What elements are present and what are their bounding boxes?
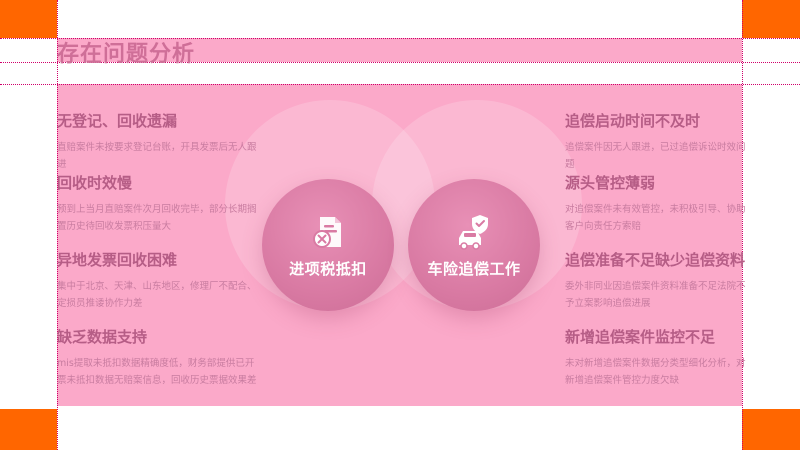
issue-heading: 新增追偿案件监控不足	[565, 328, 716, 346]
topic-label-recovery: 车险追偿工作	[427, 259, 521, 278]
corner-marker-top-right	[742, 0, 800, 38]
corner-marker-top-left	[0, 0, 57, 38]
issue-item: 缺乏数据支持 mis提取未抵扣数据精确度低，财务部提供已开票未抵扣数据无赔案信息…	[57, 326, 257, 389]
corner-marker-bottom-left	[0, 409, 57, 450]
title-highlight	[57, 38, 742, 62]
issue-item: 异地发票回收困难 集中于北京、天津、山东地区，修理厂不配合、定损员推诿协作力差	[57, 249, 257, 312]
issue-desc: 未对新增追偿案件数据分类型细化分析，对新增追偿案件管控力度欠缺	[565, 358, 746, 386]
issue-heading: 追偿准备不足缺少追偿资料	[565, 251, 746, 269]
guide-line	[0, 62, 800, 63]
car-shield-icon	[459, 214, 488, 250]
issue-desc: 预到上当月直赔案件次月回收完毕，部分长期搁置历史待回收发票积压量大	[57, 204, 257, 232]
corner-marker-bottom-right	[742, 409, 800, 450]
issue-desc: 委外非同业因追偿案件资料准备不足法院不予立案影响追偿进展	[565, 281, 746, 309]
page-title: 存在问题分析	[57, 42, 196, 67]
issue-heading: 无登记、回收遗漏	[57, 112, 178, 130]
issue-item: 新增追偿案件监控不足 未对新增追偿案件数据分类型细化分析，对新增追偿案件管控力度…	[565, 326, 747, 389]
issue-heading: 缺乏数据支持	[57, 328, 148, 346]
issue-desc: 对追偿案件未有效管控，未积极引导、协助客户向责任方索赔	[565, 204, 746, 232]
issue-heading: 追偿启动时间不及时	[565, 112, 701, 130]
issue-desc: 集中于北京、天津、山东地区，修理厂不配合、定损员推诿协作力差	[57, 281, 257, 309]
issue-item: 追偿准备不足缺少追偿资料 委外非同业因追偿案件资料准备不足法院不予立案影响追偿进…	[565, 249, 747, 312]
issue-heading: 源头管控薄弱	[565, 174, 656, 192]
topic-circle-recovery: 车险追偿工作	[408, 179, 540, 311]
topic-label-tax: 进项税抵扣	[289, 259, 367, 278]
guide-line	[0, 84, 800, 85]
invoice-tax-icon	[313, 216, 341, 248]
issue-item: 回收时效慢 预到上当月直赔案件次月回收完毕，部分长期搁置历史待回收发票积压量大	[57, 172, 257, 235]
issue-desc: 追偿案件因无人跟进，已过追偿诉讼时效问题	[565, 142, 746, 170]
guide-line	[742, 0, 743, 450]
guide-line	[0, 38, 800, 39]
issue-item: 追偿启动时间不及时 追偿案件因无人跟进，已过追偿诉讼时效问题	[565, 110, 747, 173]
guide-line	[57, 0, 58, 450]
issue-desc: mis提取未抵扣数据精确度低，财务部提供已开票未抵扣数据无赔案信息，回收历史票据…	[57, 358, 257, 386]
issue-item: 无登记、回收遗漏 直赔案件未按要求登记台账，开具发票后无人跟进	[57, 110, 257, 173]
issue-desc: 直赔案件未按要求登记台账，开具发票后无人跟进	[57, 142, 257, 170]
content-highlight	[57, 84, 742, 406]
issue-heading: 回收时效慢	[57, 174, 133, 192]
issue-item: 源头管控薄弱 对追偿案件未有效管控，未积极引导、协助客户向责任方索赔	[565, 172, 747, 235]
issue-heading: 异地发票回收困难	[57, 251, 178, 269]
topic-circle-tax: 进项税抵扣	[262, 179, 394, 311]
